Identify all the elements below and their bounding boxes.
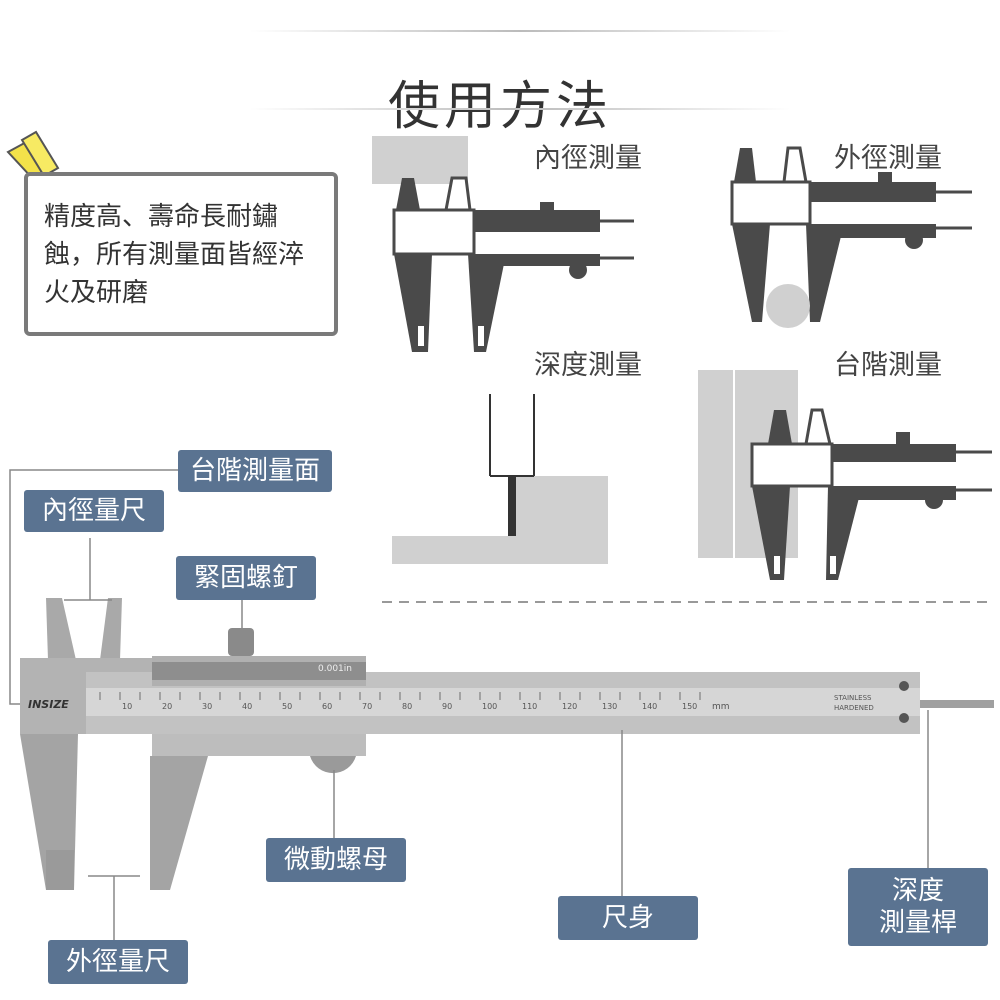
step-measure-diagram xyxy=(698,370,992,580)
label-lock-screw: 緊固螺釘 xyxy=(176,556,316,600)
method-step-title: 台階測量 xyxy=(834,350,942,381)
label-step-face: 台階測量面 xyxy=(178,450,332,492)
caliper-scale-number: 20 xyxy=(162,702,173,711)
caliper-scale-number: 60 xyxy=(322,702,333,711)
outer-measure-diagram xyxy=(730,146,972,328)
label-depth-rod-line2: 測量桿 xyxy=(878,908,957,938)
caliper-scale-number: 90 xyxy=(442,702,453,711)
caliper-scale-number: 10 xyxy=(122,702,133,711)
callout-lines xyxy=(9,469,929,940)
label-depth-rod: 深度 測量桿 xyxy=(848,868,988,946)
caliper-scale-number: 130 xyxy=(602,702,618,711)
page-title: 使用方法 xyxy=(387,77,612,137)
caliper-illustration xyxy=(20,598,994,890)
caliper-scale-number: 110 xyxy=(522,702,538,711)
title-bottom-rule xyxy=(250,108,790,110)
caliper-brand-logo: INSIZE xyxy=(28,698,69,711)
feature-note-text: 精度高、壽命長耐鏽蝕，所有測量面皆經淬火及研磨 xyxy=(44,202,305,308)
title-top-rule xyxy=(250,30,790,32)
caliper-scale-number: 30 xyxy=(202,702,213,711)
caliper-stainless-text: STAINLESS xyxy=(834,694,872,702)
label-depth-rod-line1: 深度 xyxy=(891,875,944,906)
label-beam: 尺身 xyxy=(558,896,698,940)
label-fine-adjust-nut: 微動螺母 xyxy=(266,838,406,882)
caliper-mm-unit: mm xyxy=(712,702,730,712)
method-depth-title: 深度測量 xyxy=(534,350,642,381)
caliper-hardened-text: HARDENED xyxy=(834,704,874,712)
caliper-scale-number: 120 xyxy=(562,702,578,711)
caliper-scale-number: 50 xyxy=(282,702,293,711)
caliper-scale-number: 100 xyxy=(482,702,498,711)
inner-measure-diagram xyxy=(372,136,634,352)
title-area: 使用方法 xyxy=(0,30,1000,137)
depth-measure-diagram xyxy=(392,394,608,564)
method-inner-title: 內徑測量 xyxy=(534,143,642,174)
caliper-scale-number: 70 xyxy=(362,702,373,711)
caliper-vernier-unit: 0.001in xyxy=(318,664,352,674)
method-outer-title: 外徑測量 xyxy=(834,143,942,174)
feature-note-box: 精度高、壽命長耐鏽蝕，所有測量面皆經淬火及研磨 xyxy=(24,172,338,336)
caliper-scale-number: 140 xyxy=(642,702,658,711)
label-inner-jaw: 內徑量尺 xyxy=(24,490,164,532)
caliper-scale-number: 40 xyxy=(242,702,253,711)
label-outer-jaw: 外徑量尺 xyxy=(48,940,188,984)
caliper-scale-number: 150 xyxy=(682,702,698,711)
caliper-scale-number: 80 xyxy=(402,702,413,711)
